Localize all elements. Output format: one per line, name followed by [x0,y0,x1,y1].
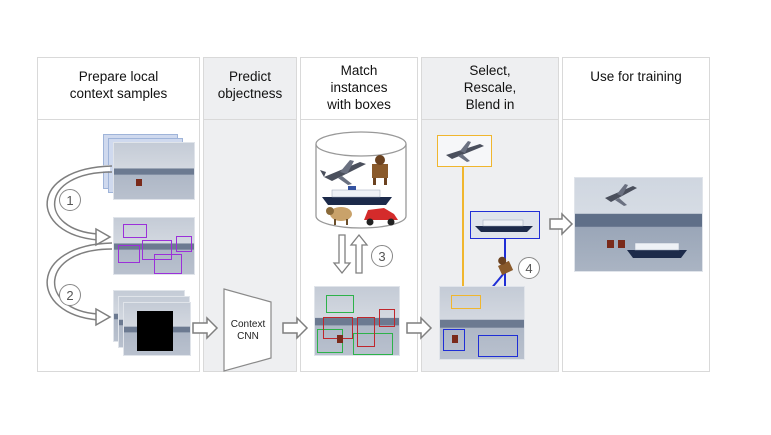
context-photo [113,142,195,200]
proposal-photo [113,217,195,275]
boat-icon [136,179,142,186]
column-header: Select, Rescale, Blend in [422,58,558,120]
column-title: Predict objectness [217,69,283,101]
column-match: Match instances with boxes [300,57,418,372]
dog-icon [372,155,388,185]
up-arrow [332,234,352,275]
column-header: Predict objectness [204,58,296,120]
block-arrow [192,316,219,340]
step-circle-3: 3 [371,245,393,267]
curved-arrow-2-outline-a [46,242,113,321]
column-header: Prepare local context samples [38,58,199,120]
cnn-trapezoid [223,288,272,372]
down-arrow [349,233,369,274]
curved-arrow-1-outline-b [54,171,113,235]
blue-box [478,335,518,357]
selected-ship-box [470,211,540,239]
column-title: Use for training [590,69,682,84]
column-title: Match instances with boxes [327,63,391,112]
ship-icon [322,186,392,205]
block-arrow [282,316,309,340]
ship-icon [627,242,687,258]
block-arrow [406,316,433,340]
sheep-icon [326,207,352,225]
yellow-box [451,295,481,309]
purple-box [154,254,182,274]
ship-icon [475,219,533,232]
airplane-icon [446,141,484,162]
green-box [353,333,393,355]
column-prepare: Prepare local context samples [37,57,200,372]
mask-region [137,311,173,351]
column-header: Use for training [563,58,709,120]
purple-box [118,245,140,263]
dog-icon [498,256,514,276]
target-photo [439,286,525,360]
curved-arrow-1 [45,165,111,241]
cnn-label: Context CNN [230,319,266,342]
selected-airplane-box [437,135,492,167]
boat-icon [337,335,343,343]
column-title: Select, Rescale, Blend in [463,63,517,112]
matched-photo [314,286,400,356]
step-circle-4: 4 [518,257,540,279]
airplane-icon [320,160,366,185]
airplane-icon [605,184,637,206]
purple-box [142,240,172,260]
step-circle-1: 1 [59,189,81,211]
column-title: Prepare local context samples [69,69,168,101]
masked-photo [123,302,191,356]
block-arrow [549,212,574,236]
red-box [379,309,395,327]
car-icon [364,208,398,226]
green-box [326,295,354,313]
training-photo [574,177,703,272]
curved-arrow-1-outline-a [46,165,113,241]
purple-box [123,224,147,238]
curved-arrow-2-outline-b [54,248,113,315]
blue-box [443,329,465,351]
arrowhead-2 [95,307,112,327]
purple-box [176,236,192,252]
boat-icon [607,240,625,248]
arrowhead-1 [95,227,112,247]
boat-icon [452,335,458,343]
column-header: Match instances with boxes [301,58,417,120]
step-circle-2: 2 [59,284,81,306]
red-box [357,317,375,347]
